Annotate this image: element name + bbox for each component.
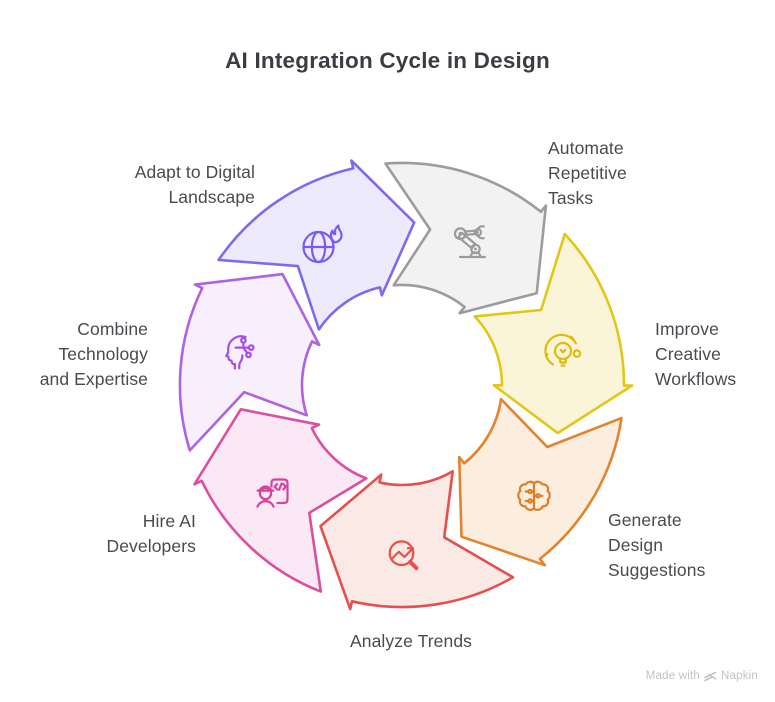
label-hire-ai-developers: Hire AI Developers xyxy=(106,511,196,556)
cycle-arrow-automate xyxy=(384,161,548,315)
trend-magnifier-icon xyxy=(388,540,419,571)
watermark-prefix: Made with xyxy=(645,669,700,682)
cycle-arrow-combine xyxy=(178,272,321,452)
page-title: AI Integration Cycle in Design xyxy=(225,48,550,73)
cycle-arrow-improve xyxy=(473,232,634,435)
label-automate-repetitive-tasks: Automate Repetitive Tasks xyxy=(548,138,627,208)
label-combine-technology-expertise: Combine Technology and Expertise xyxy=(39,319,148,389)
label-analyze-trends: Analyze Trends xyxy=(349,631,473,651)
developer-document-icon xyxy=(256,478,289,508)
napkin-logo-icon xyxy=(704,671,717,682)
cycle-arrow-hire xyxy=(193,408,368,593)
watermark-made-with-napkin[interactable]: Made with Napkin xyxy=(646,669,758,682)
brain-circuit-icon xyxy=(517,480,551,511)
label-improve-creative-workflows: Improve Creative Workflows xyxy=(655,319,737,389)
robot-arm-icon xyxy=(453,225,487,259)
globe-flame-icon xyxy=(302,224,343,264)
watermark-brand: Napkin xyxy=(721,669,758,682)
label-adapt-to-digital-landscape: Adapt to Digital Landscape xyxy=(134,162,255,207)
lightbulb-cycle-icon xyxy=(544,333,582,367)
cycle-arrow-adapt xyxy=(217,159,416,331)
label-generate-design-suggestions: Generate Design Suggestions xyxy=(608,510,706,580)
head-circuit-icon xyxy=(225,335,255,370)
cycle-arrow-analyze xyxy=(319,469,515,611)
